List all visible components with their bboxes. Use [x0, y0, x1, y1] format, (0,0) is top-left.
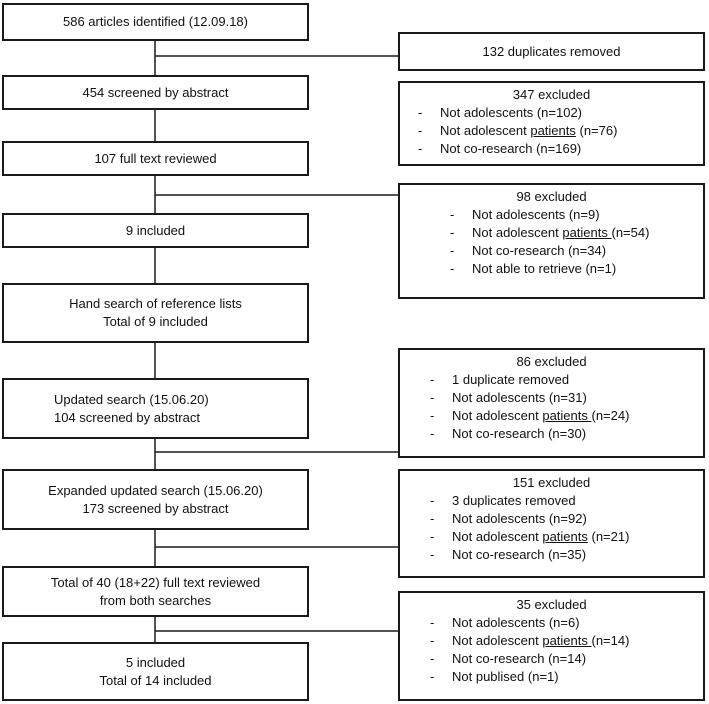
excluded-35-item-1: -Not adolescents (n=6)	[430, 615, 580, 630]
excluded-35-item-4: -Not publised (n=1)	[430, 669, 559, 684]
box-handsearch-line2: Total of 9 included	[103, 314, 208, 329]
box-excluded-98: 98 excluded -Not adolescents (n=9) -Not …	[398, 183, 705, 299]
box-fulltext: 107 full text reviewed	[2, 141, 309, 176]
box-handsearch-line1: Hand search of reference lists	[69, 296, 242, 311]
excluded-347-item-1: -Not adolescents (n=102)	[418, 105, 583, 120]
excluded-98-head: 98 excluded	[516, 189, 587, 204]
box-included-text: 9 included	[125, 222, 186, 238]
excluded-35-item-3: -Not co-research (n=14)	[430, 651, 587, 666]
box-handsearch: Hand search of reference lists Total of …	[2, 283, 309, 343]
excluded-86-item-4: -Not co-research (n=30)	[430, 426, 587, 441]
box-identified-text: 586 articles identified (12.09.18)	[62, 14, 248, 29]
box-updated-line1: Updated search (15.06.20)	[54, 391, 209, 407]
box-updated-line2: 104 screened by abstract	[54, 409, 200, 425]
box-total40-line1: Total of 40 (18+22) full text reviewed	[50, 574, 261, 590]
box-updated: Updated search (15.06.20) 104 screened b…	[2, 378, 309, 439]
box-excluded-35: 35 excluded -Not adolescents (n=6) -Not …	[398, 591, 705, 701]
box-expanded: Expanded updated search (15.06.20) 173 s…	[2, 469, 309, 530]
box-duplicates-removed: 132 duplicates removed	[398, 32, 705, 71]
box-identified: 586 articles identified (12.09.18)	[2, 3, 309, 41]
excluded-86-item-2: -Not adolescents (n=31)	[430, 390, 587, 405]
excluded-98-item-4: -Not able to retrieve (n=1)	[450, 261, 617, 276]
excluded-35-item-2: -Not adolescent patients (n=14)	[430, 633, 630, 648]
excluded-151-item-4: -Not co-research (n=35)	[430, 547, 587, 562]
box-excluded-347: 347 excluded -Not adolescents (n=102) -N…	[398, 81, 705, 166]
excluded-151-item-3: -Not adolescent patients (n=21)	[430, 529, 630, 544]
excluded-35-head: 35 excluded	[516, 597, 587, 612]
box-included: 9 included	[2, 213, 309, 248]
box-excluded-86: 86 excluded -1 duplicate removed -Not ad…	[398, 348, 705, 458]
box-final-line1: 5 included	[125, 654, 186, 670]
excluded-347-item-2: -Not adolescent patients (n=76)	[418, 123, 618, 138]
excluded-151-head: 151 excluded	[512, 475, 591, 490]
excluded-151-item-1: -3 duplicates removed	[430, 493, 576, 508]
excluded-98-item-1: -Not adolescents (n=9)	[450, 207, 600, 222]
excluded-347-head: 347 excluded	[512, 87, 591, 102]
box-final: 5 included Total of 14 included	[2, 642, 309, 701]
excluded-151-item-2: -Not adolescents (n=92)	[430, 511, 587, 526]
excluded-86-item-3: -Not adolescent patients (n=24)	[430, 408, 630, 423]
excluded-86-item-1: -1 duplicate removed	[430, 372, 570, 387]
box-expanded-line2: 173 screened by abstract	[82, 500, 229, 516]
box-screened-text: 454 screened by abstract	[82, 84, 229, 100]
box-fulltext-text: 107 full text reviewed	[94, 150, 217, 166]
excluded-347-item-3: -Not co-research (n=169)	[418, 141, 582, 156]
box-screened: 454 screened by abstract	[2, 75, 309, 110]
excluded-86-head: 86 excluded	[516, 354, 587, 369]
box-expanded-line1: Expanded updated search (15.06.20)	[48, 482, 263, 498]
box-final-line2: Total of 14 included	[99, 672, 212, 688]
excluded-98-item-2: -Not adolescent patients (n=54)	[450, 225, 650, 240]
box-excluded-151: 151 excluded -3 duplicates removed -Not …	[398, 469, 705, 578]
excluded-98-item-3: -Not co-research (n=34)	[450, 243, 607, 258]
duplicates-removed-text: 132 duplicates removed	[482, 43, 621, 59]
box-total40: Total of 40 (18+22) full text reviewed f…	[2, 566, 309, 617]
box-total40-line2: from both searches	[99, 592, 212, 608]
